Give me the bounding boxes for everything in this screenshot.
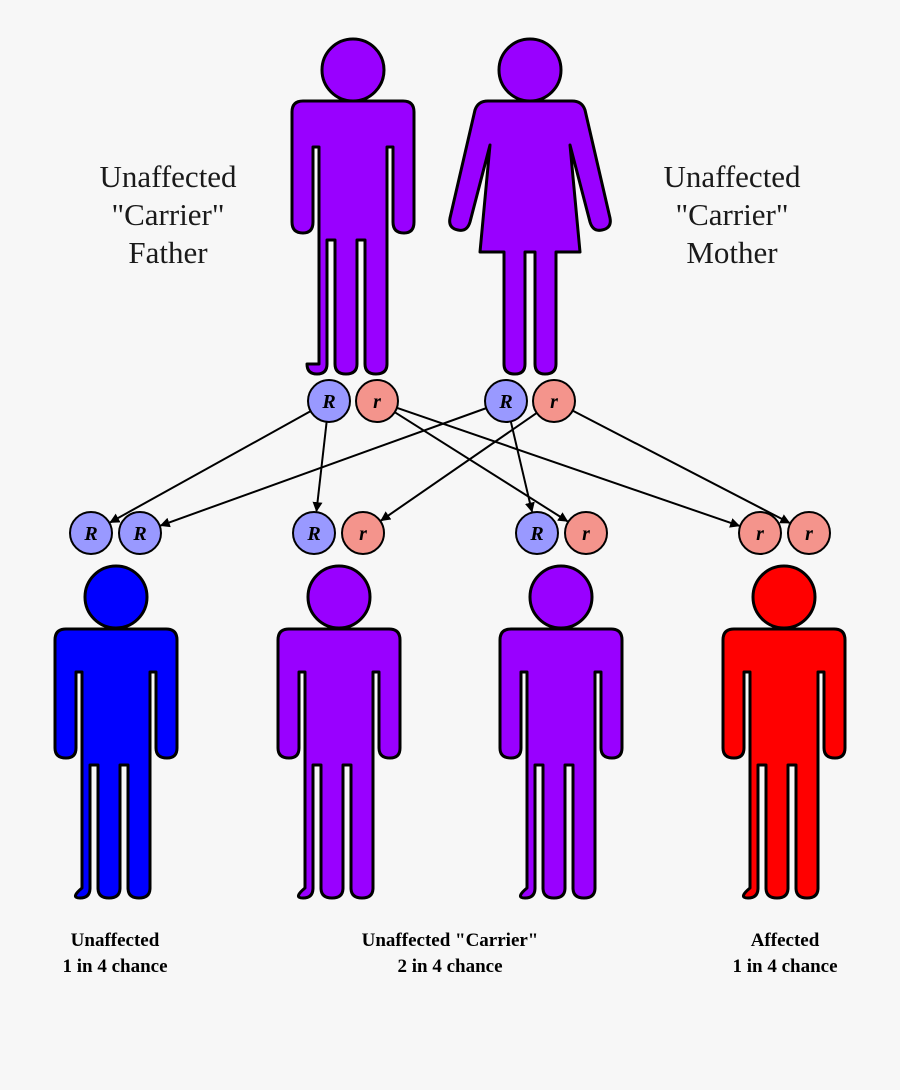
- svg-text:R: R: [132, 523, 146, 545]
- svg-text:R: R: [306, 523, 320, 545]
- svg-text:r: r: [756, 523, 764, 545]
- outcome-chance: 1 in 4 chance: [62, 956, 168, 977]
- inheritance-arrow: [572, 409, 791, 524]
- father-label-line: Unaffected: [99, 159, 237, 194]
- inheritance-arrow: [394, 411, 569, 523]
- child-alleles-1: R R: [69, 511, 162, 555]
- outcome-label-affected: Affected 1 in 4 chance: [655, 928, 900, 980]
- father-alleles: R r: [307, 379, 399, 423]
- svg-text:r: r: [359, 523, 367, 545]
- father-allele-recessive: r: [355, 379, 399, 423]
- child-allele: R: [118, 511, 162, 555]
- father-allele-dominant: R: [307, 379, 351, 423]
- svg-text:R: R: [498, 391, 512, 413]
- mother-label-line: "Carrier": [675, 197, 789, 232]
- outcome-label-carrier: Unaffected "Carrier" 2 in 4 chance: [320, 928, 580, 980]
- outcome-title: Affected: [750, 930, 820, 951]
- svg-text:r: r: [373, 391, 381, 413]
- father-figure: [290, 37, 416, 376]
- outcome-chance: 2 in 4 chance: [397, 956, 503, 977]
- svg-text:R: R: [321, 391, 335, 413]
- mother-label: Unaffected "Carrier" Mother: [622, 158, 842, 272]
- child-allele: r: [738, 511, 782, 555]
- child-figure-carrier-1: [276, 564, 402, 900]
- father-label-line: Father: [128, 235, 208, 270]
- inheritance-arrow: [509, 421, 535, 513]
- father-label: Unaffected "Carrier" Father: [58, 158, 278, 272]
- mother-label-line: Mother: [686, 235, 778, 270]
- mother-alleles: R r: [484, 379, 576, 423]
- outcome-chance: 1 in 4 chance: [732, 956, 838, 977]
- inheritance-arrow: [159, 407, 487, 528]
- child-allele: R: [69, 511, 113, 555]
- child-figure-unaffected: [53, 564, 179, 900]
- child-allele: r: [341, 511, 385, 555]
- svg-text:R: R: [529, 523, 543, 545]
- mother-allele-recessive: r: [532, 379, 576, 423]
- outcome-title: Unaffected "Carrier": [361, 930, 539, 951]
- child-allele: r: [564, 511, 608, 555]
- svg-text:R: R: [83, 523, 97, 545]
- inheritance-arrow: [312, 421, 328, 513]
- svg-text:r: r: [582, 523, 590, 545]
- inheritance-arrow: [396, 406, 741, 528]
- child-figure-affected: [721, 564, 847, 900]
- child-allele: R: [292, 511, 336, 555]
- svg-text:r: r: [805, 523, 813, 545]
- mother-label-line: Unaffected: [663, 159, 801, 194]
- child-allele: r: [787, 511, 831, 555]
- outcome-label-unaffected: Unaffected 1 in 4 chance: [0, 928, 245, 980]
- svg-text:r: r: [550, 391, 558, 413]
- outcome-title: Unaffected: [70, 930, 160, 951]
- child-allele: R: [515, 511, 559, 555]
- inheritance-arrow: [109, 410, 312, 524]
- mother-figure: [448, 37, 612, 376]
- child-alleles-3: R r: [515, 511, 608, 555]
- child-alleles-2: R r: [292, 511, 385, 555]
- child-alleles-4: r r: [738, 511, 831, 555]
- inheritance-arrow: [380, 412, 538, 522]
- inheritance-arrows: [109, 406, 791, 528]
- father-label-line: "Carrier": [111, 197, 225, 232]
- child-figure-carrier-2: [498, 564, 624, 900]
- mother-allele-dominant: R: [484, 379, 528, 423]
